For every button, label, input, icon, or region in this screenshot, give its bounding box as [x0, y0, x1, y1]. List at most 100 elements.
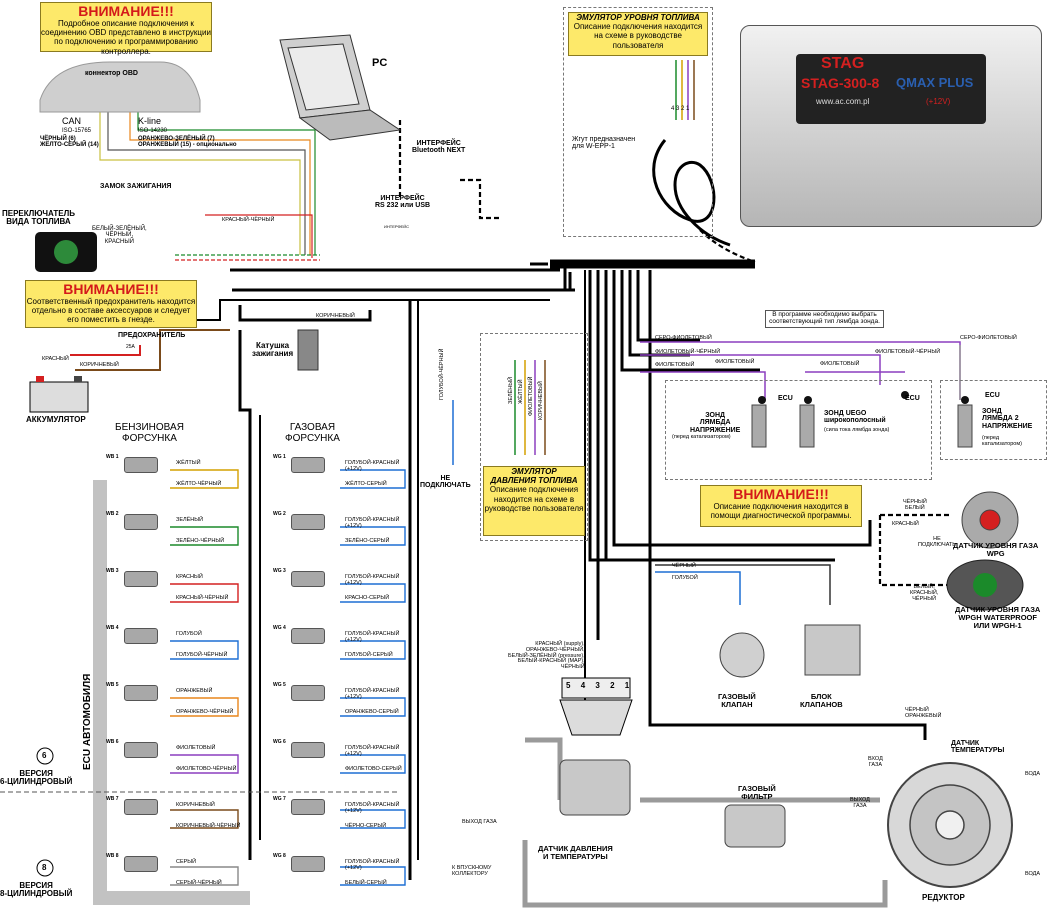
- pc-label: PC: [372, 57, 388, 69]
- valve-block-label: БЛОК КЛАПАНОВ: [800, 692, 843, 709]
- controller-brand: STAG: [821, 55, 865, 72]
- gas-injector-header: ГАЗОВАЯ ФОРСУНКА: [285, 422, 340, 444]
- controller-suffix: QMAX PLUS: [896, 75, 974, 90]
- injector-icon: [124, 457, 158, 473]
- injector-id: WG 1: [273, 454, 286, 460]
- map-sensor-pin: 3: [595, 681, 604, 690]
- injector-icon: [291, 856, 325, 872]
- injector-wire-top: СЕРЫЙ: [176, 859, 197, 865]
- lambda-probe-3: ЗОНД ЛЯМБДА 2 НАПРЯЖЕНИЕ: [982, 408, 1033, 430]
- fuse-wire-brown: КОРИЧНЕВЫЙ: [80, 362, 119, 368]
- map-sensor-pin: 5: [566, 681, 575, 690]
- injector-wire-top: ГОЛУБОЙ-КРАСНЫЙ (+12V): [345, 574, 400, 586]
- injector-id: WG 7: [273, 796, 286, 802]
- pressure-emulator-wire: ЗЕЛЁНЫЙ: [508, 376, 514, 404]
- injector-icon: [124, 799, 158, 815]
- level-sensor-red: КРАСНЫЙ: [892, 521, 919, 527]
- fuse-rating: 25A: [126, 344, 135, 350]
- intake-label: К ВПУСКНОМУ КОЛЛЕКТОРУ: [452, 865, 492, 877]
- valve-wire-black: ЧЁРНЫЙ: [672, 563, 696, 569]
- injector-id: WG 8: [273, 853, 286, 859]
- map-sensor-pin: 4: [580, 681, 590, 690]
- fuel-switch-label: ПЕРЕКЛЮЧАТЕЛЬ ВИДА ТОПЛИВА: [2, 209, 75, 227]
- diagnostic-warning-title: ВНИМАНИЕ!!!: [733, 486, 829, 502]
- injector-wire-bottom: КОРИЧНЕВЫЙ-ЧЁРНЫЙ: [176, 823, 241, 829]
- injector-wire-bottom: ЗЕЛЁНО-СЕРЫЙ: [345, 538, 390, 544]
- ignition-lock-label: ЗАМОК ЗАЖИГАНИЯ: [100, 183, 172, 190]
- pressure-emulator-desc: Описание подключения находится на схеме …: [484, 485, 584, 513]
- injector-wire-bottom: БЕЛЫЙ-СЕРЫЙ: [345, 880, 387, 886]
- kline-wires: ОРАНЖЕВО-ЗЕЛЁНЫЙ (7) ОРАНЖЕВЫЙ (15) - оп…: [138, 136, 237, 149]
- lambda-violet-black: ФИОЛЕТОВЫЙ-ЧЁРНЫЙ: [875, 349, 941, 355]
- lambda-note: В программе необходимо выбрать соответст…: [765, 310, 884, 328]
- gas-valve-label: ГАЗОВЫЙ КЛАПАН: [718, 692, 756, 709]
- bluetooth-interface-label: ИНТЕРФЕЙС Bluetooth NEXT: [412, 140, 466, 155]
- injector-id: WG 2: [273, 511, 286, 517]
- injector-icon: [291, 685, 325, 701]
- injector-wire-top: ГОЛУБОЙ-КРАСНЫЙ (+12V): [345, 802, 400, 814]
- injector-icon: [124, 628, 158, 644]
- injector-wire-bottom: ФИОЛЕТОВО-СЕРЫЙ: [345, 766, 402, 772]
- fuel-emulator-harness: Жгут предназначен для W-EPP-1: [572, 136, 636, 151]
- version-8-number: 8: [42, 863, 47, 872]
- reducer-water-2: ВОДА: [1025, 871, 1041, 877]
- lambda-probe-2: ЗОНД UEGO широкополосный: [824, 410, 886, 425]
- lambda-ecu-3: ECU: [985, 392, 1000, 399]
- lambda-grey-violet: СЕРО-ФИОЛЕТОВЫЙ: [960, 335, 1017, 341]
- injector-icon: [124, 742, 158, 758]
- level-sensor-nc: НЕ ПОДКЛЮЧАТЬ: [918, 536, 956, 548]
- reducer-water-1: ВОДА: [1025, 771, 1041, 777]
- pressure-emulator-panel: ЭМУЛЯТОР ДАВЛЕНИЯ ТОПЛИВА Описание подкл…: [483, 466, 585, 536]
- injector-wire-bottom: ФИОЛЕТОВО-ЧЁРНЫЙ: [176, 766, 237, 772]
- injector-icon: [291, 742, 325, 758]
- injector-wire-top: ГОЛУБОЙ-КРАСНЫЙ (+12V): [345, 859, 400, 871]
- lambda-probe-2-sub: (сила тока лямбда зонда): [824, 427, 890, 433]
- injector-id: WB 3: [106, 568, 119, 574]
- version-6-number: 6: [42, 751, 47, 760]
- injector-wire-bottom: ЧЁРНО-СЕРЫЙ: [345, 823, 387, 829]
- injector-wire-top: КОРИЧНЕВЫЙ: [176, 802, 215, 808]
- ignition-lock-wire: КРАСНЫЙ-ЧЁРНЫЙ: [222, 217, 275, 223]
- pressure-emulator-wire: ЖЁЛТЫЙ: [518, 379, 524, 404]
- level-sensor-wpg-label: ДАТЧИК УРОВНЯ ГАЗА WPG: [953, 541, 1039, 558]
- lambda-violet-black-left: ФИОЛЕТОВЫЙ-ЧЁРНЫЙ: [655, 349, 721, 355]
- injector-id: WB 6: [106, 739, 119, 745]
- map-sensor-pin: 2: [610, 681, 619, 690]
- reducer-label: РЕДУКТОР: [922, 893, 965, 902]
- injector-id: WB 2: [106, 511, 119, 517]
- lambda-grey-violet-left: СЕРО-ФИОЛЕТОВЫЙ: [655, 335, 712, 341]
- injector-wire-bottom: ОРАНЖЕВО-ЧЁРНЫЙ: [176, 709, 234, 715]
- injector-id: WB 4: [106, 625, 119, 631]
- gas-filter-label: ГАЗОВЫЙ ФИЛЬТР: [738, 784, 776, 801]
- controller-voltage: (+12V): [926, 97, 951, 106]
- lambda-ecu-2: ECU: [905, 395, 920, 402]
- injector-icon: [124, 571, 158, 587]
- fuel-level-emulator-panel: ЭМУЛЯТОР УРОВНЯ ТОПЛИВА Описание подключ…: [568, 12, 708, 56]
- fuel-emulator-pin: 4: [671, 106, 675, 112]
- fuse-warning-title: ВНИМАНИЕ!!!: [63, 281, 159, 297]
- fuel-emulator-desc: Описание подключения находится на схеме …: [573, 22, 703, 50]
- injector-wire-top: ГОЛУБОЙ-КРАСНЫЙ (+12V): [345, 631, 400, 643]
- version-8-label: ВЕРСИЯ 8-ЦИЛИНДРОВЫЙ: [0, 881, 73, 899]
- controller-site: www.ac.com.pl: [816, 97, 870, 106]
- injector-wire-top: ГОЛУБОЙ-КРАСНЫЙ (+12V): [345, 517, 400, 529]
- pressure-emulator-wire: КОРИЧНЕВЫЙ: [538, 381, 544, 420]
- injector-wire-top: КРАСНЫЙ: [176, 574, 203, 580]
- lambda-violet-left: ФИОЛЕТОВЫЙ: [655, 362, 695, 368]
- fuse-label: ПРЕДОХРАНИТЕЛЬ: [118, 332, 186, 339]
- injector-id: WB 5: [106, 682, 119, 688]
- fuel-emulator-pin: 1: [686, 106, 690, 112]
- filter-out-label: ВЫХОД ГАЗА: [850, 797, 870, 809]
- lambda-group-2: [940, 380, 1047, 460]
- injector-icon: [291, 457, 325, 473]
- injector-id: WG 5: [273, 682, 286, 688]
- obd-warning-title: ВНИМАНИЕ!!!: [78, 3, 174, 19]
- injector-wire-bottom: ГОЛУБОЙ-ЧЁРНЫЙ: [176, 652, 228, 658]
- temp-sensor-wires: ЧЁРНЫЙ ОРАНЖЕВЫЙ: [905, 707, 942, 719]
- injector-icon: [291, 799, 325, 815]
- lambda-probe-1-sub: (перед катализатором): [672, 434, 731, 440]
- map-sensor-pin: 1: [624, 681, 634, 690]
- pressure-emulator-box: ЗЕЛЁНЫЙ ЖЁЛТЫЙ ФИОЛЕТОВЫЙ КОРИЧНЕВЫЙ ЭМУ…: [480, 333, 588, 541]
- stag-controller: STAG STAG-300-8 QMAX PLUS www.ac.com.pl …: [740, 25, 1042, 227]
